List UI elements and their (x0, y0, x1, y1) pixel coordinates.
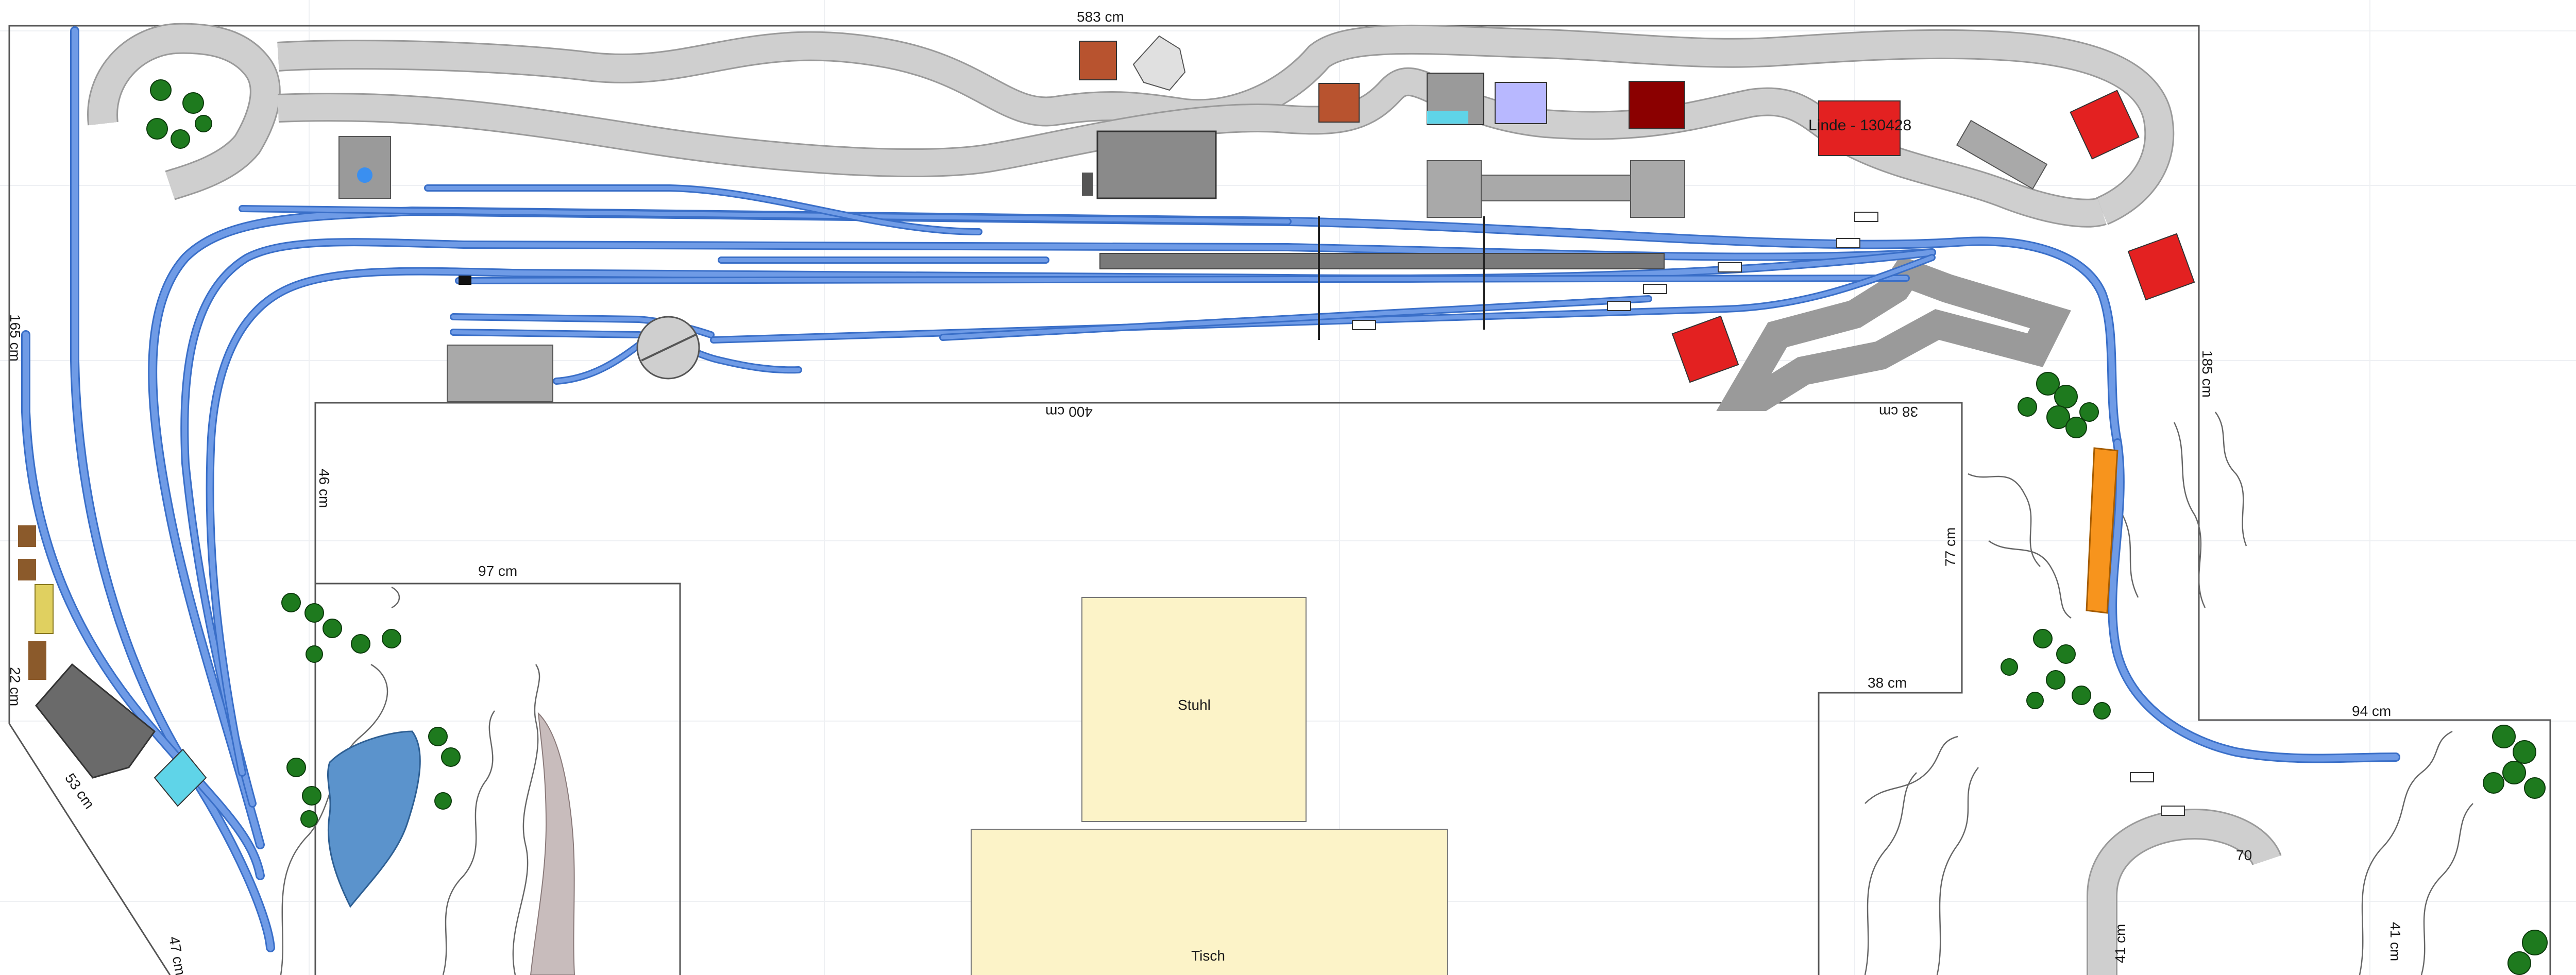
dim-inner-right: 38 cm (1879, 404, 1918, 420)
red-house (2127, 233, 2195, 301)
layout-boundary (8, 25, 2551, 975)
dim-top-width: 583 cm (1077, 9, 1124, 25)
turntable-icon (636, 316, 700, 380)
grey-shed (1956, 119, 2048, 190)
shed-building (1427, 160, 1482, 218)
brick-house (1318, 83, 1360, 123)
red-house (1671, 315, 1739, 383)
dim-helix-left: 41 cm (2112, 924, 2128, 963)
linde-building (1818, 100, 1901, 156)
darkred-building (1629, 81, 1685, 129)
grey-shed (1132, 35, 1186, 91)
lilac-building (1495, 82, 1547, 124)
signal-icon (459, 212, 2185, 816)
bridge-icon (2086, 447, 2119, 614)
depot-shed (447, 345, 553, 402)
chair: Stuhl (1081, 597, 1307, 822)
dim-helix-width: 70 (2236, 847, 2252, 863)
shed-building (1630, 160, 1685, 218)
dim-left-height: 165 cm (7, 314, 23, 362)
red-house (2070, 90, 2140, 160)
brick-house (1079, 41, 1117, 80)
dim-left-small: 22 cm (7, 667, 23, 706)
dim-inner-left-height: 46 cm (316, 469, 332, 508)
dim-helix-right: 41 cm (2387, 922, 2403, 961)
dim-right-height: 185 cm (2199, 350, 2215, 398)
dim-inner-ledge: 97 cm (478, 563, 517, 579)
dim-right-inner-height: 77 cm (1942, 527, 1958, 567)
table-label: Tisch (1191, 948, 1225, 964)
dim-inner-width: 400 cm (1045, 404, 1093, 420)
pond-icon (327, 730, 421, 908)
buildings: Linde - 130428 (18, 35, 2195, 807)
dim-right-ledge: 38 cm (1868, 675, 1907, 691)
table: Tisch (971, 829, 1448, 975)
dim-bottom-left: 47 cm (166, 935, 189, 975)
chair-label: Stuhl (1178, 697, 1211, 713)
station-building (1096, 130, 1217, 199)
dimension-labels: 583 cm 165 cm 185 cm 400 cm 38 cm 46 cm … (7, 9, 2403, 975)
house-icon (35, 663, 207, 807)
tree-icon (146, 79, 2548, 975)
station-platform (1099, 216, 1665, 340)
dim-right-extension: 94 cm (2352, 703, 2391, 719)
gravel-embankment (530, 712, 575, 975)
linde-label: Linde - 130428 (1808, 117, 1911, 134)
